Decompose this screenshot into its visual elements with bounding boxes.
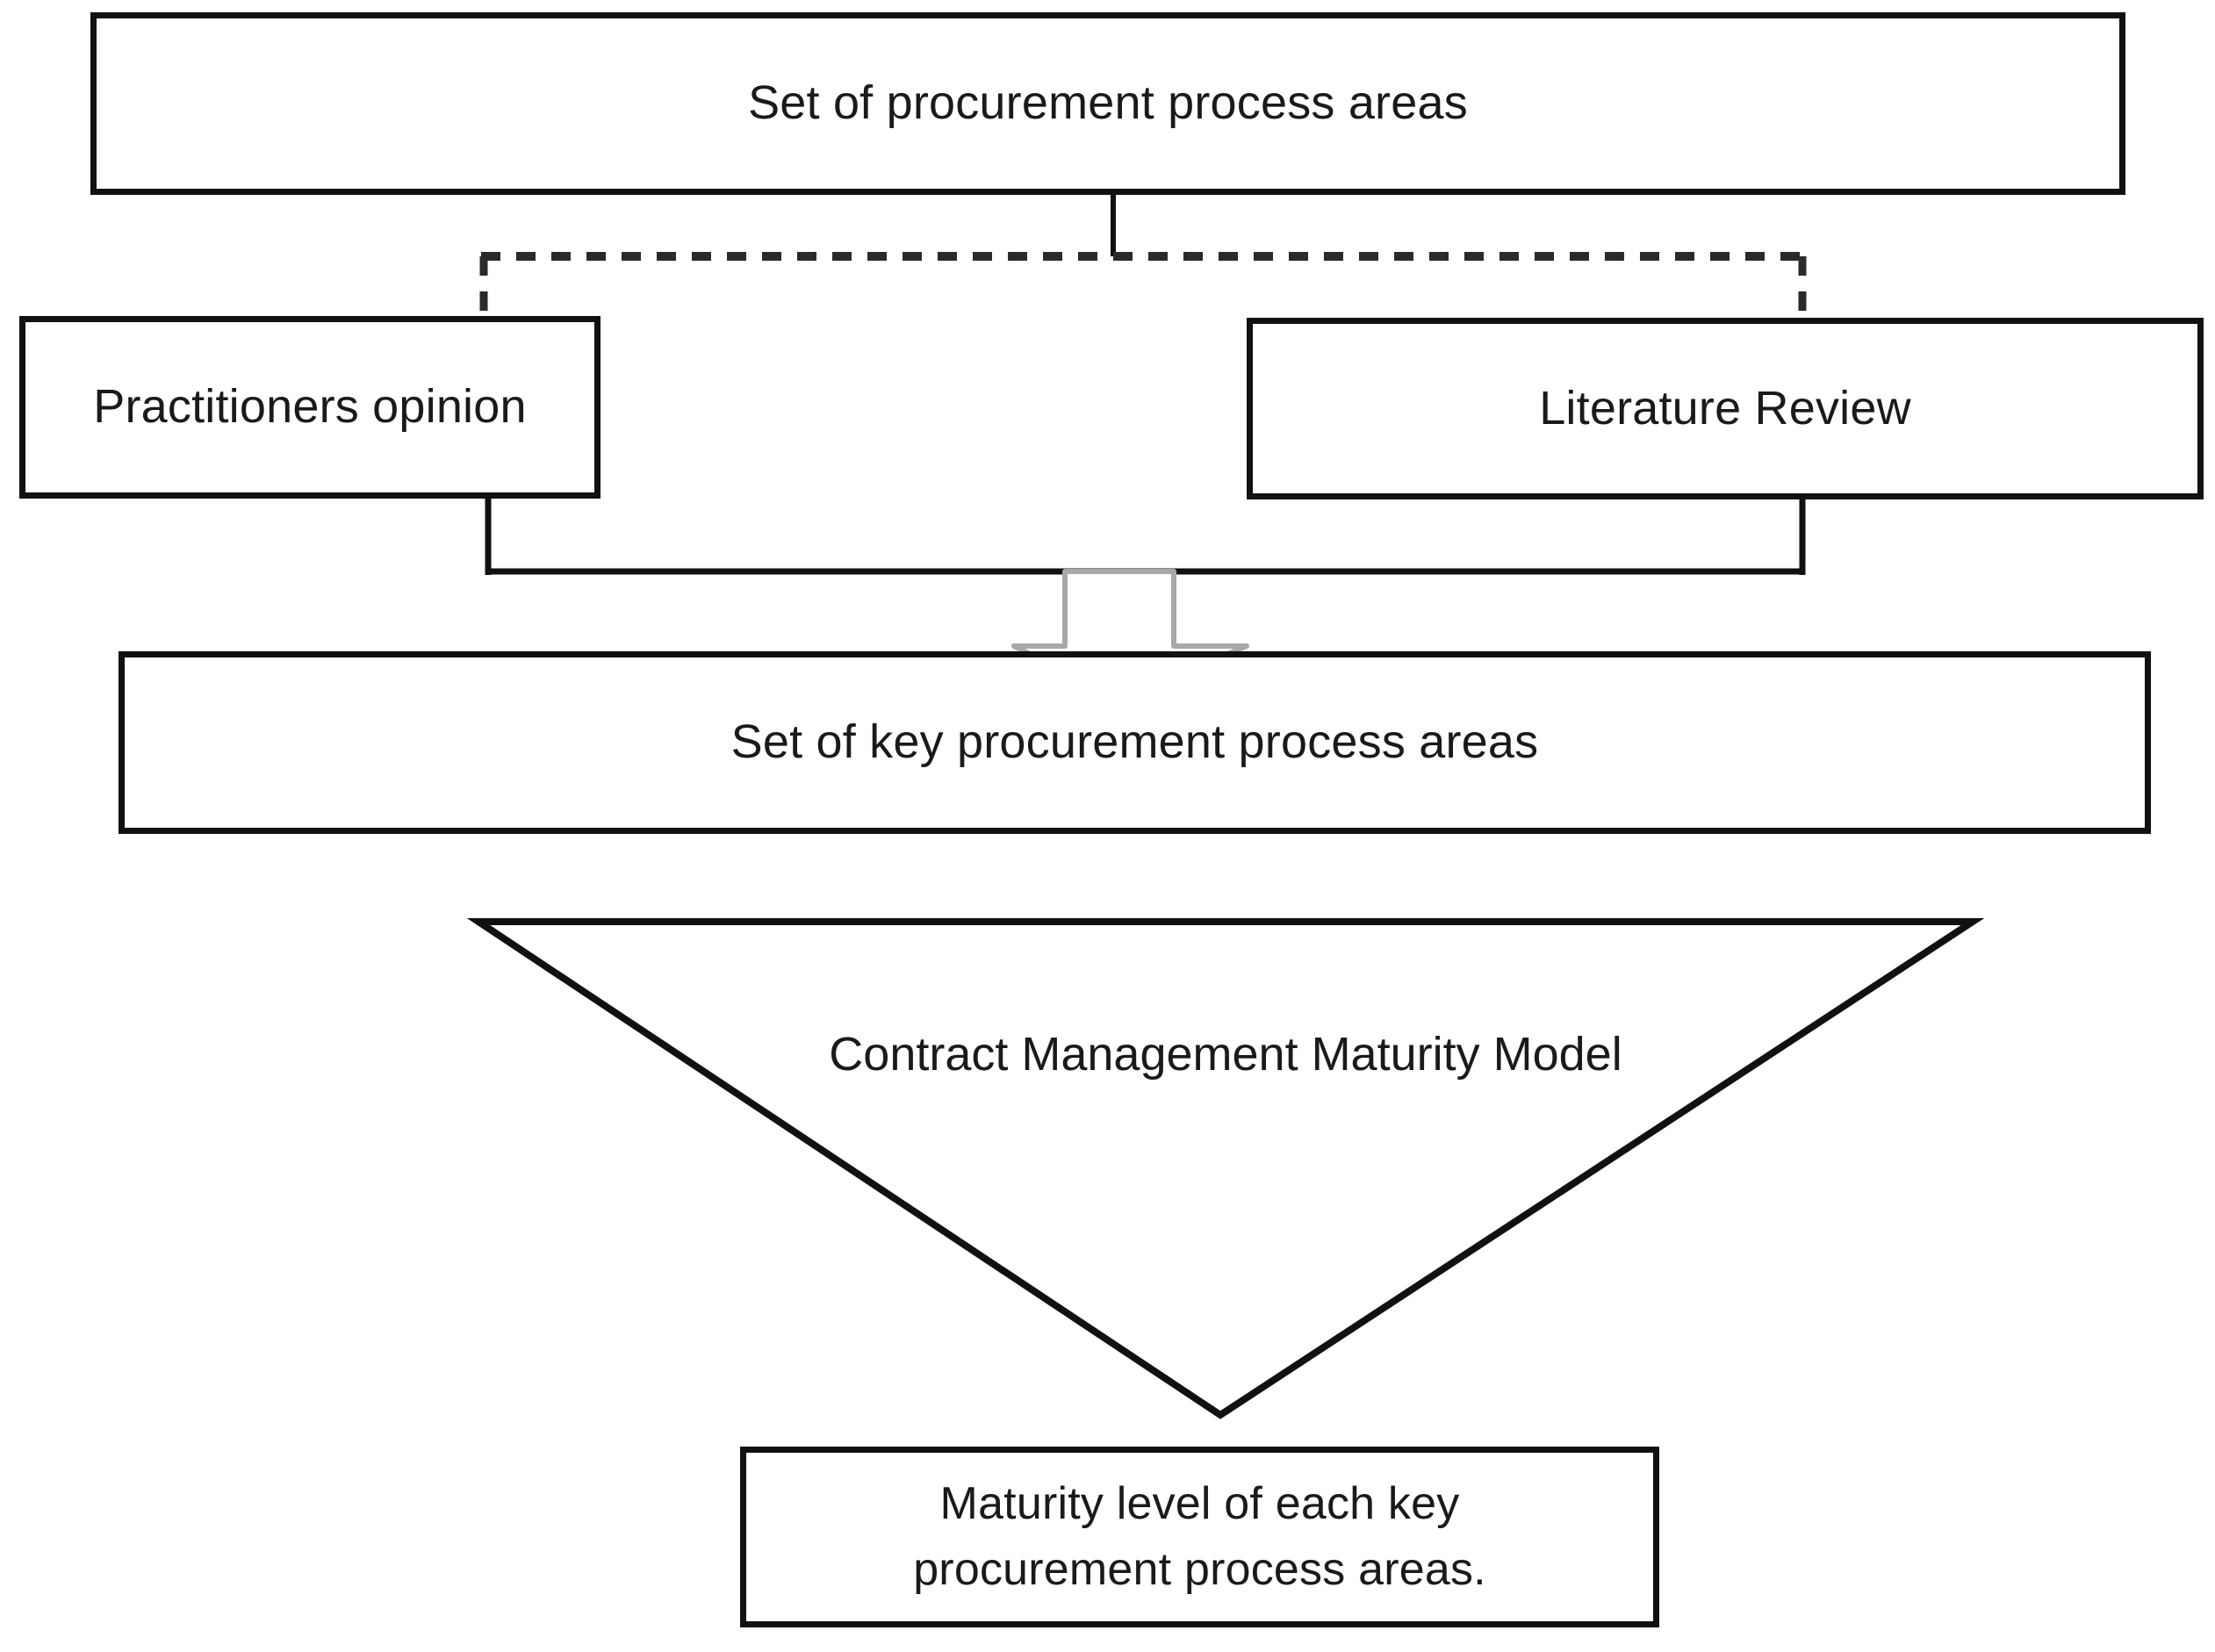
node-maturity-level-outcome[interactable]: Maturity level of each key procurement p… [740,1447,1659,1627]
node-practitioners-opinion[interactable]: Practitioners opinion [19,316,600,499]
node-label: Set of procurement process areas [748,76,1468,130]
node-literature-review[interactable]: Literature Review [1247,318,2204,499]
node-contract-management-maturity-model-label: Contract Management Maturity Model [829,1028,1622,1081]
node-label: Practitioners opinion [93,380,527,434]
node-set-of-key-procurement-process-areas[interactable]: Set of key procurement process areas [119,651,2151,834]
node-label: Literature Review [1539,381,1911,435]
node-set-of-procurement-process-areas[interactable]: Set of procurement process areas [90,12,2125,195]
node-label: Set of key procurement process areas [730,715,1539,769]
node-label: Maturity level of each key procurement p… [913,1477,1486,1595]
maturity-model-triangle [466,918,1985,1419]
